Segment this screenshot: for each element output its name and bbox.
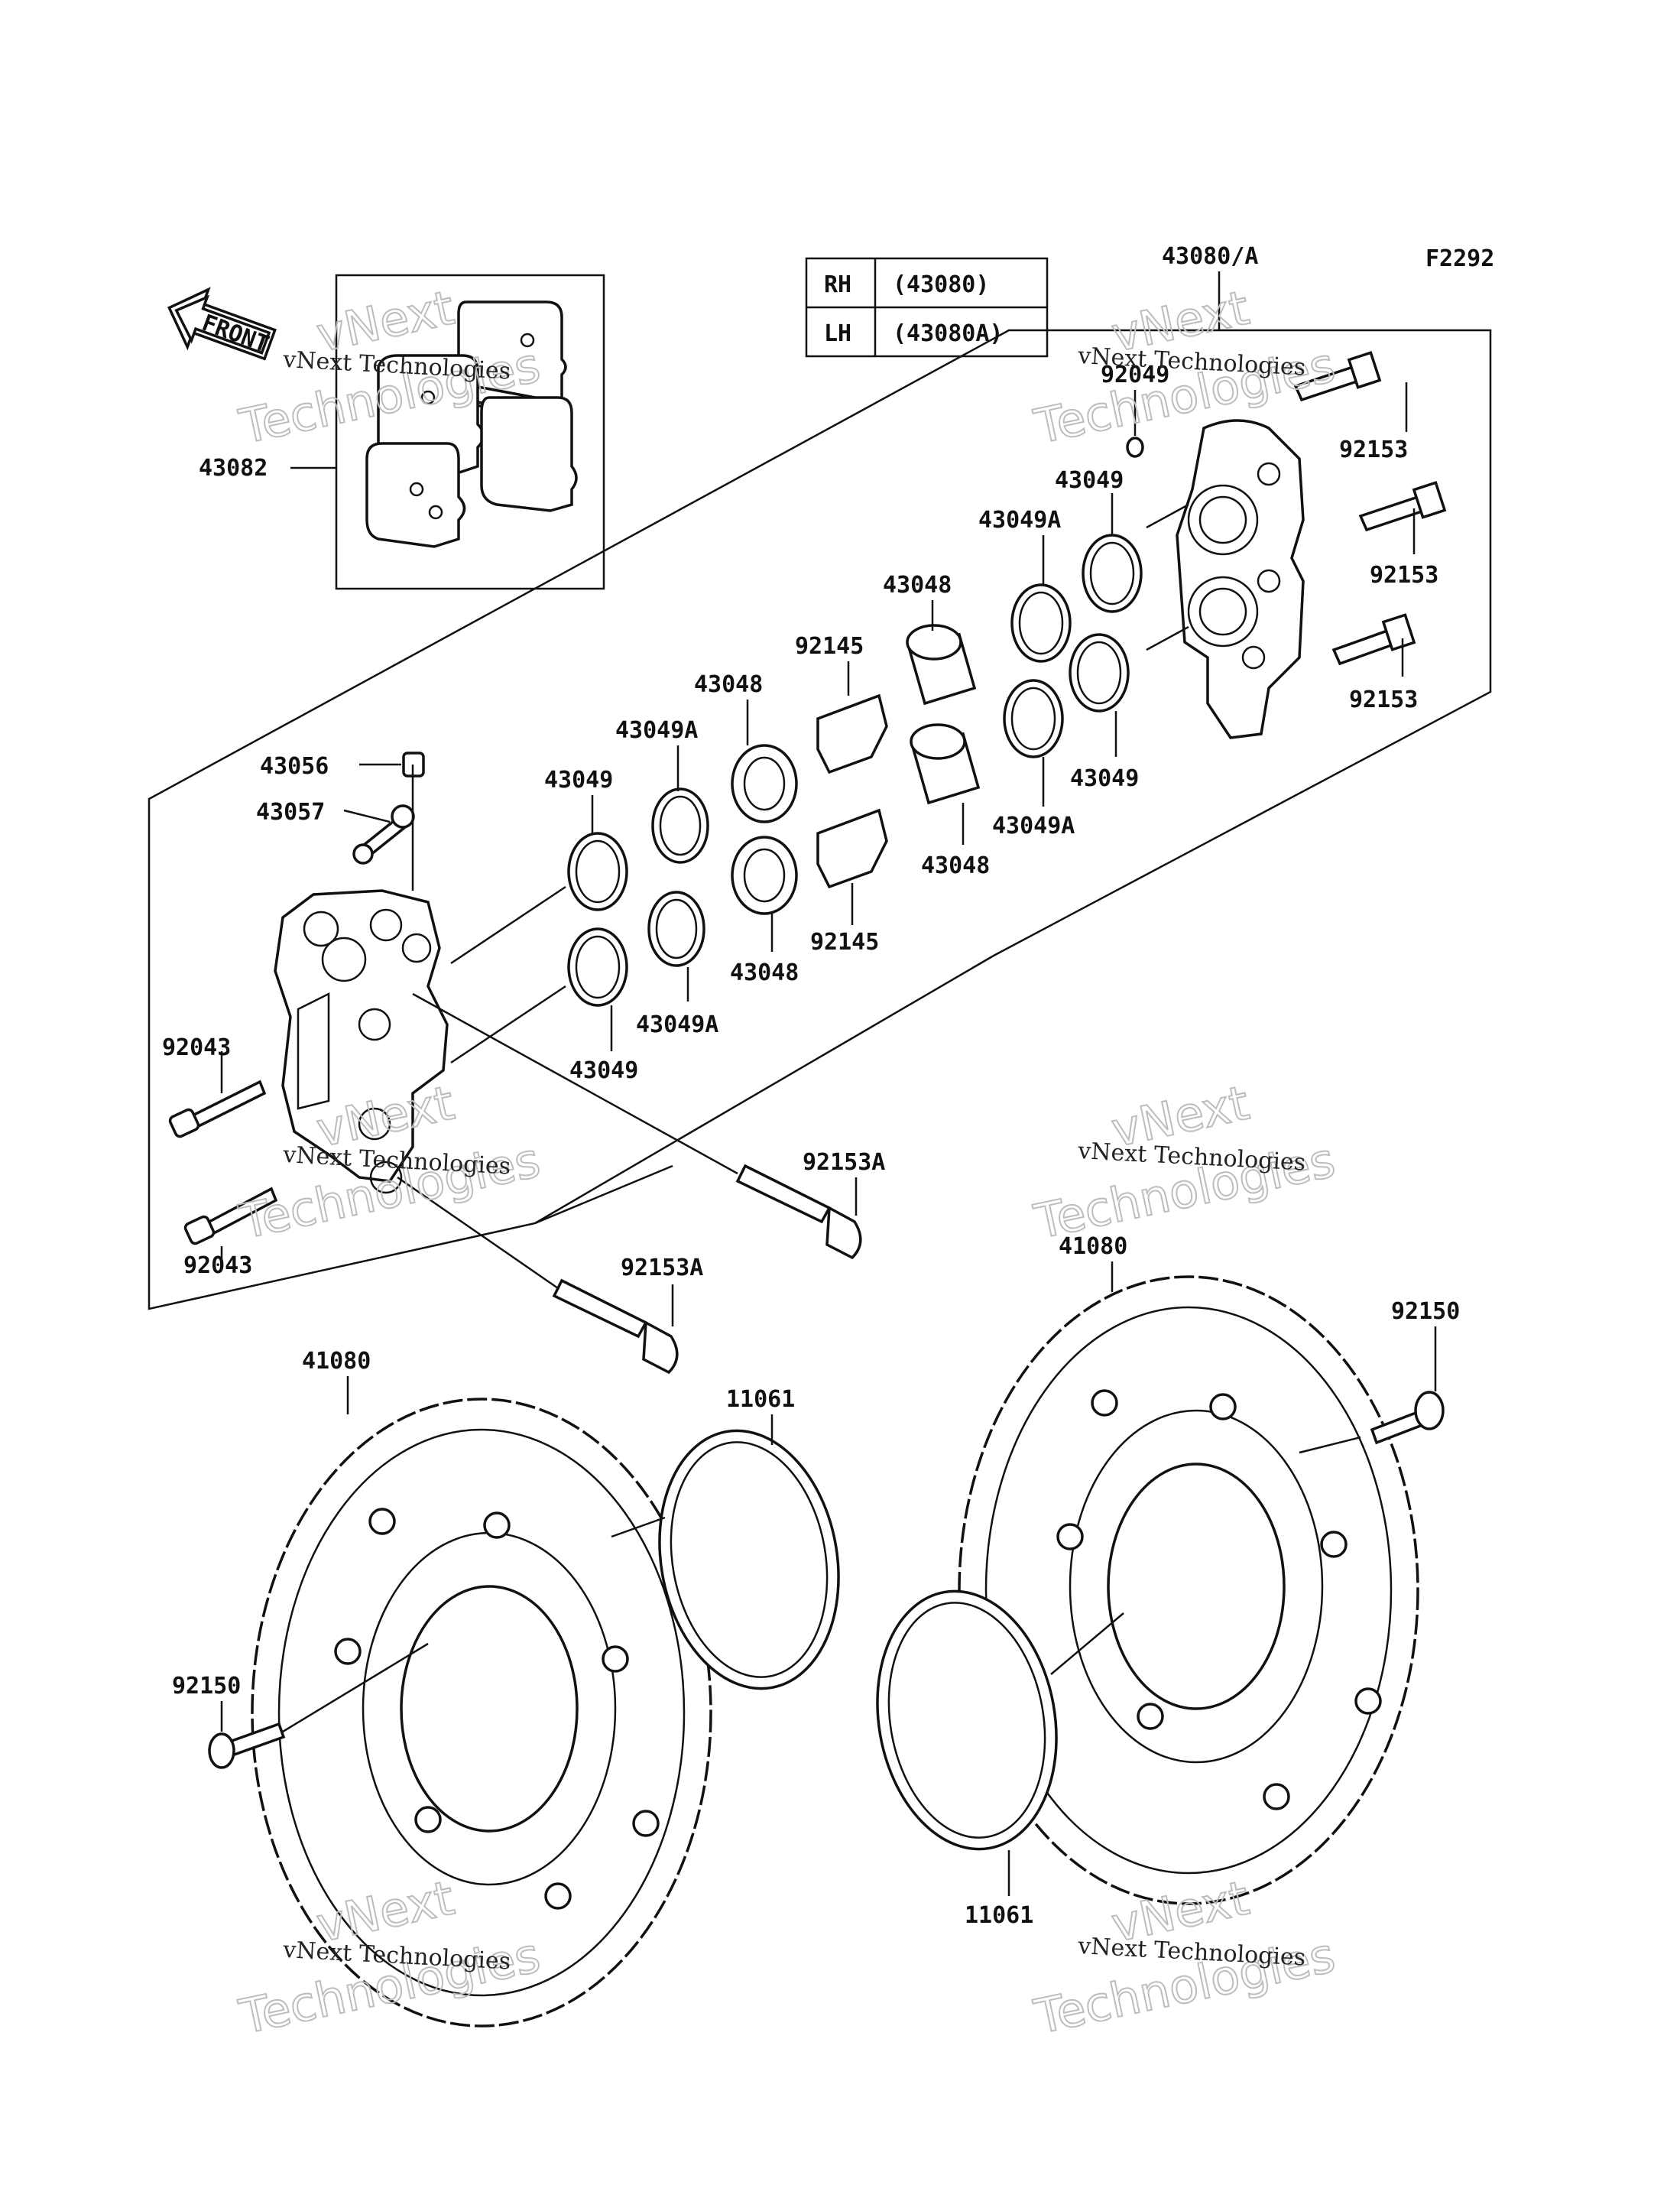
- caliper-outer-half: [1176, 419, 1305, 739]
- callout-label: 92153: [1339, 437, 1408, 463]
- callout-label: 43057: [256, 799, 325, 826]
- callout-label: 92153: [1349, 687, 1418, 713]
- callout-leaders: [220, 271, 1437, 1896]
- callout-label: 92153A: [803, 1149, 885, 1176]
- callout-label: 43049: [1055, 467, 1124, 494]
- callout-label: 43048: [694, 671, 763, 698]
- callout-label: 11061: [726, 1386, 795, 1413]
- callout-label: 92043: [183, 1252, 252, 1279]
- brake-pads: [365, 300, 578, 548]
- callout-label: 43082: [199, 455, 268, 482]
- watermark-bottom-right: vNext Technologies vNext Technologies: [1029, 1869, 1341, 2046]
- bolt-92153A-upper: [735, 1164, 862, 1260]
- gasket-11061-left: [658, 1429, 840, 1690]
- brake-disc-right: [958, 1275, 1419, 1905]
- callout-label: 43049: [569, 1057, 638, 1084]
- callout-label: 92049: [1101, 362, 1169, 388]
- callout-label: 43049: [1070, 765, 1139, 792]
- callout-label: 92153A: [621, 1255, 703, 1281]
- side-rh: RH: [824, 271, 851, 298]
- disc-bolt-92150-right: [1370, 1391, 1445, 1445]
- bolt-92153-low: [1331, 613, 1416, 666]
- callout-label: 43049: [544, 767, 613, 794]
- callout-label: 92150: [1391, 1298, 1460, 1325]
- figure-code: F2292: [1425, 245, 1494, 272]
- disc-bolt-92150-left: [208, 1722, 286, 1769]
- brake-pad-box: [335, 274, 605, 590]
- bolt-92153-top: [1293, 351, 1382, 402]
- callout-label: 43048: [883, 572, 952, 599]
- callout-label: 43056: [260, 753, 329, 780]
- bleeder-cap-43057: [352, 804, 415, 865]
- callout-label: 43048: [921, 852, 990, 879]
- washer-92049: [1126, 437, 1144, 458]
- callout-label: 43049A: [636, 1011, 718, 1038]
- front-arrow-icon: FRONT: [167, 287, 277, 361]
- callout-label: 92043: [162, 1034, 231, 1061]
- bolt-92043-lower: [183, 1187, 278, 1245]
- callout-label: 43049A: [615, 717, 698, 744]
- callout-label: 92153: [1370, 562, 1438, 589]
- assembly-leader-lines: [397, 503, 1189, 1290]
- callout-labels: 43082 92049 92153 43049 92153 43049A 430…: [162, 362, 1460, 1929]
- seals-and-pistons: [567, 534, 1143, 1007]
- gasket-11061-right: [876, 1589, 1058, 1851]
- callout-label: 41080: [302, 1348, 371, 1375]
- watermark-top-right: vNext Technologies vNext Technologies: [1029, 279, 1341, 456]
- callout-label: 43049A: [992, 813, 1075, 839]
- assembly-label: 43080/A: [1162, 243, 1258, 270]
- callout-label: 11061: [965, 1902, 1033, 1929]
- callout-label: 92145: [810, 929, 879, 956]
- watermark-mid-right: vNext Technologies vNext Technologies: [1029, 1074, 1341, 1251]
- callout-label: 43048: [730, 959, 799, 986]
- bolt-92043-upper: [168, 1080, 267, 1138]
- callout-label: 43049A: [978, 507, 1061, 534]
- watermark-mid-left: vNext Technologies vNext Technologies: [234, 1074, 546, 1251]
- callout-label: 92150: [172, 1673, 241, 1700]
- brake-disc-left: [251, 1398, 712, 2028]
- frame-edge: [534, 1164, 673, 1225]
- bolt-92153A-lower: [552, 1278, 679, 1375]
- callout-label: 92145: [795, 633, 864, 660]
- side-lh: LH: [824, 320, 851, 347]
- side-lh-part: (43080A): [893, 320, 1004, 347]
- side-table: RH (43080) LH (43080A): [805, 257, 1049, 358]
- callout-label: 41080: [1059, 1233, 1127, 1260]
- assembly-frame: [148, 291, 1492, 1310]
- bolt-92153-mid: [1358, 481, 1447, 532]
- side-rh-part: (43080): [893, 271, 989, 298]
- disc-leader-lines: [282, 1436, 1361, 1733]
- caliper-inner-half: [274, 889, 449, 1194]
